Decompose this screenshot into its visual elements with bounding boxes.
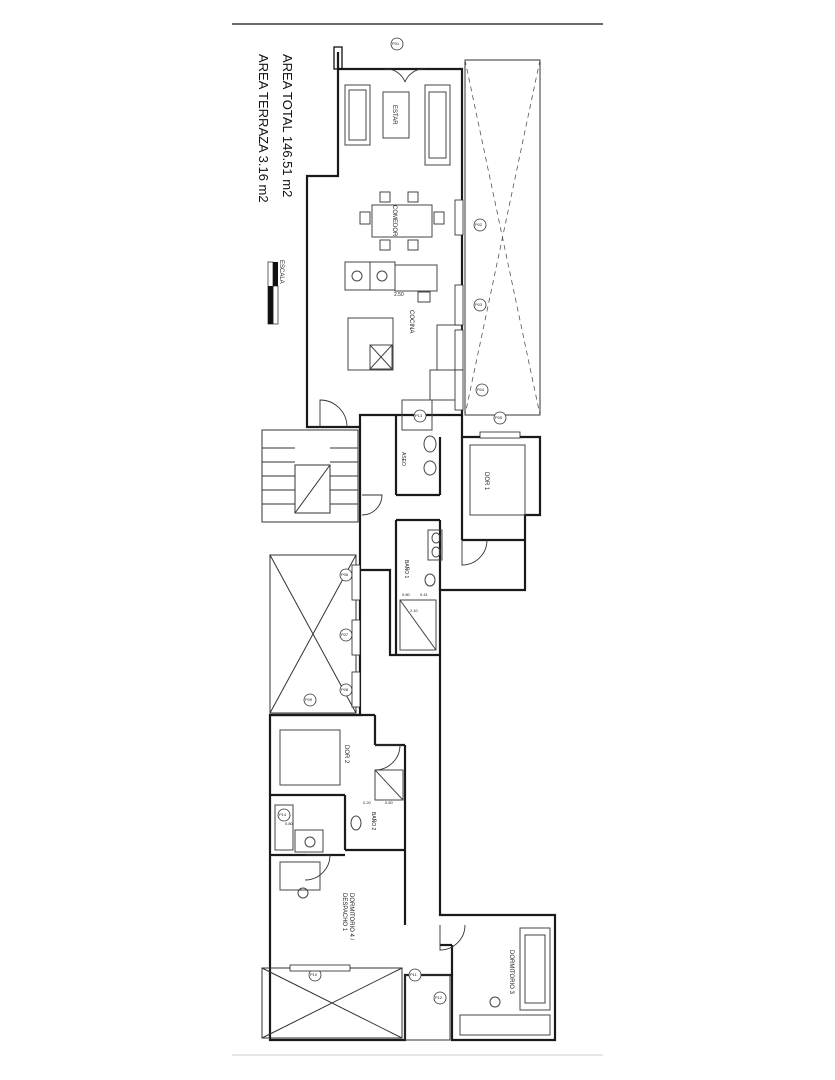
label-dorm3: DORMITORIO 3 — [508, 950, 514, 995]
svg-text:P04: P04 — [477, 387, 485, 392]
stairwell — [261, 429, 359, 523]
label-dorm4: DORMITORIO 4 / — [348, 893, 354, 941]
estar-furniture — [344, 84, 451, 166]
dorm4-furniture — [279, 861, 321, 899]
svg-text:ESCALA: ESCALA — [278, 260, 284, 284]
area-terraza-text: AREA TERRAZA 3.16 m2 — [256, 54, 271, 203]
tag-circle — [390, 37, 404, 51]
svg-text:P03: P03 — [475, 302, 483, 307]
doors — [304, 68, 488, 951]
window-tags: P01 P02 P03 P04 P05 P06 P07 P08 P09 P10 … — [277, 37, 507, 1005]
outer-walls — [268, 46, 557, 1042]
svg-text:P13: P13 — [415, 413, 423, 418]
label-comedor: COMEDOR — [391, 205, 397, 237]
cocina-furniture — [344, 261, 463, 401]
dim-b2-c: 0.80 — [285, 821, 294, 826]
svg-text:P09: P09 — [305, 697, 313, 702]
aseo-fixtures — [401, 399, 437, 476]
svg-text:P14: P14 — [279, 812, 287, 817]
terrace-top — [464, 59, 541, 416]
label-cocina: COCINA — [408, 310, 414, 333]
dim-b1-b: 0.41 — [420, 592, 429, 597]
dor1-furniture — [469, 444, 526, 516]
label-bano1: BAÑO 1 — [403, 560, 410, 579]
label-cocina-dim: 2.50 — [394, 292, 404, 298]
area-total-text: AREA TOTAL 146.51 m2 — [280, 54, 295, 197]
window-marks — [289, 199, 521, 972]
dim-b1-c: 2.10 — [410, 608, 419, 613]
svg-text:P08: P08 — [341, 687, 349, 692]
svg-text:P12: P12 — [435, 995, 443, 1000]
dim-b2-b: 0.60 — [385, 800, 394, 805]
svg-text:P10: P10 — [310, 972, 318, 977]
bano2-fixtures — [274, 769, 404, 853]
label-bano2: BAÑO 2 — [370, 812, 377, 831]
svg-text:P06: P06 — [341, 572, 349, 577]
comedor-furniture — [359, 191, 445, 251]
label-despacho: DESPACHO 1 — [341, 893, 347, 932]
dim-b1-a: 0.80 — [402, 592, 411, 597]
label-dor2: DOR 2 — [343, 745, 349, 764]
terrace-bottom — [261, 967, 451, 1041]
label-estar: ESTAR — [391, 105, 397, 125]
svg-text:P05: P05 — [495, 415, 503, 420]
dor2-furniture — [279, 729, 341, 786]
dorm3-furniture — [459, 927, 551, 1036]
svg-text:P11: P11 — [410, 972, 418, 977]
bano1-fixtures — [399, 529, 443, 651]
svg-text:P07: P07 — [341, 632, 349, 637]
label-dor1: DOR 1 — [483, 472, 489, 491]
svg-text:P02: P02 — [475, 222, 483, 227]
svg-text:P01: P01 — [392, 41, 400, 46]
dim-b2-a: 0.20 — [363, 800, 372, 805]
partitions — [270, 415, 525, 975]
label-aseo: ASEO — [400, 452, 406, 466]
scale-bar: ESCALA — [267, 260, 284, 325]
